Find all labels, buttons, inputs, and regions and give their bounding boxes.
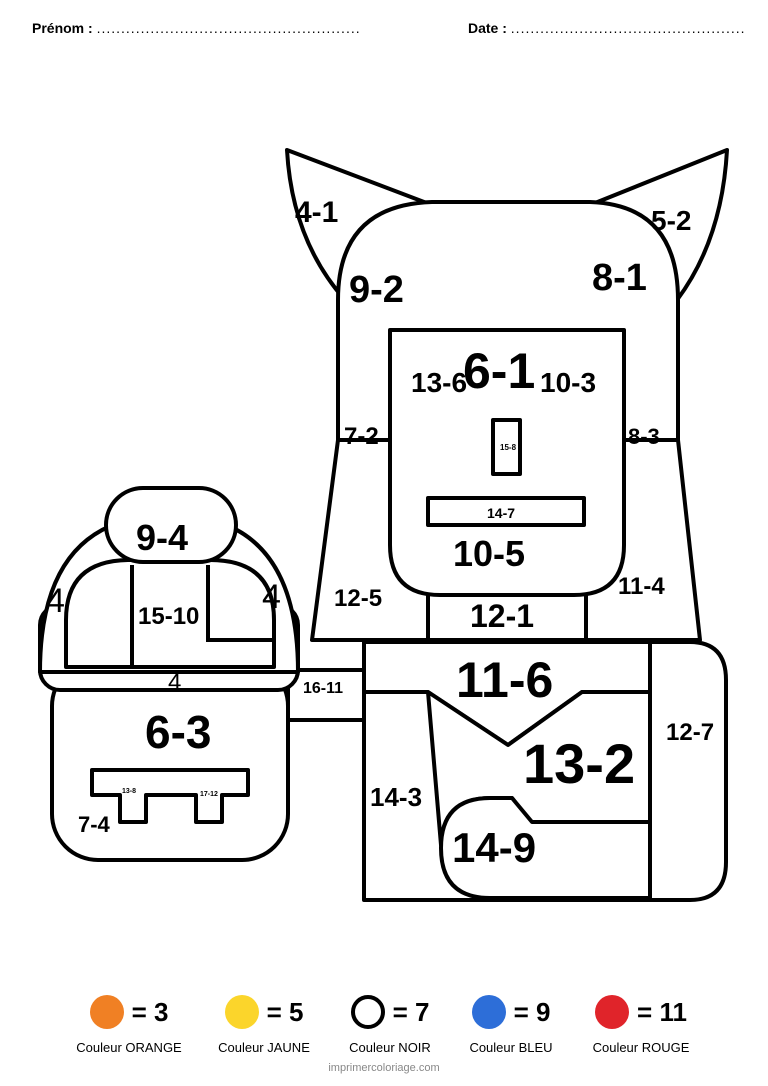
label-face-top: 6-1	[463, 343, 535, 399]
legend-value: = 7	[392, 996, 430, 1027]
red-swatch-icon	[595, 995, 630, 1029]
prenom-line: Prénom : ...............................…	[32, 20, 361, 36]
label-chest-left: 14-3	[370, 782, 422, 812]
legend-name: Couleur ORANGE	[76, 1040, 182, 1055]
legend-value: = 3	[131, 996, 169, 1027]
label-chest-middle: 13-2	[523, 732, 635, 795]
lower-bracket[interactable]	[90, 768, 250, 824]
legend-red: = 11 Couleur ROUGE	[576, 990, 706, 1055]
yellow-swatch-icon	[224, 995, 259, 1029]
label-face-upper-right: 10-3	[540, 367, 596, 398]
date-line: Date : .................................…	[468, 20, 746, 36]
blue-swatch-icon	[471, 995, 506, 1029]
legend-name: Couleur BLEU	[469, 1040, 553, 1055]
label-face-upper-left: 13-6	[411, 367, 467, 398]
black-swatch-icon	[350, 995, 385, 1029]
legend-name: Couleur ROUGE	[592, 1040, 690, 1055]
label-ear-round-left: 7-2	[344, 423, 379, 450]
legend-name: Couleur JAUNE	[218, 1040, 310, 1055]
legend-blue: = 9 Couleur BLEU	[446, 990, 576, 1055]
label-connector: 16-11	[303, 680, 343, 697]
label-body-left: 12-5	[334, 585, 382, 612]
prenom-label: Prénom :	[32, 20, 93, 36]
legend-yellow: = 5 Couleur JAUNE	[199, 990, 329, 1055]
label-helmet-right: 4	[262, 578, 281, 616]
date-dots: ........................................…	[510, 20, 746, 36]
label-chest-top: 11-6	[456, 652, 553, 708]
label-cap-top: 9-4	[136, 517, 188, 558]
nose[interactable]	[491, 418, 522, 476]
label-chest-pill: 14-9	[452, 824, 536, 871]
label-chin: 10-5	[453, 533, 525, 574]
label-ear-right: 5-2	[651, 205, 691, 236]
legend-name: Couleur NOIR	[349, 1040, 431, 1055]
label-ear-round-right: 8-3	[628, 424, 660, 449]
legend-black: = 7 Couleur NOIR	[325, 990, 455, 1055]
helmet-cap[interactable]	[104, 486, 238, 564]
legend-value: = 9	[513, 996, 551, 1027]
label-body-right: 11-4	[618, 573, 665, 600]
label-neck: 12-1	[470, 598, 534, 634]
mouth[interactable]	[426, 496, 586, 527]
footer-credit: imprimercoloriage.com	[328, 1062, 440, 1074]
legend-orange: = 3 Couleur ORANGE	[64, 990, 194, 1055]
legend-value: = 5	[266, 996, 304, 1027]
prenom-dots: ........................................…	[96, 20, 361, 36]
label-lower-head: 6-3	[145, 706, 211, 758]
chest-pill[interactable]	[439, 796, 652, 900]
label-helmet-inner: 15-10	[138, 603, 199, 630]
label-ear-left: 4-1	[295, 196, 338, 229]
legend-value: = 11	[637, 996, 687, 1027]
label-helmet-left: 4	[46, 582, 65, 620]
orange-swatch-icon	[89, 995, 124, 1029]
label-head-right: 8-1	[592, 257, 647, 299]
label-nose: 15-8	[500, 443, 517, 452]
label-head-left: 9-2	[349, 269, 404, 311]
label-lower-corner: 7-4	[78, 812, 111, 837]
connector-bar[interactable]	[286, 668, 366, 722]
date-label: Date :	[468, 20, 507, 36]
label-helmet-brim: 4	[168, 669, 181, 696]
label-mouth: 14-7	[487, 505, 515, 521]
label-bracket-left: 13-8	[122, 788, 136, 795]
label-chest-right: 12-7	[666, 719, 714, 746]
label-bracket-right: 17-12	[200, 791, 218, 798]
